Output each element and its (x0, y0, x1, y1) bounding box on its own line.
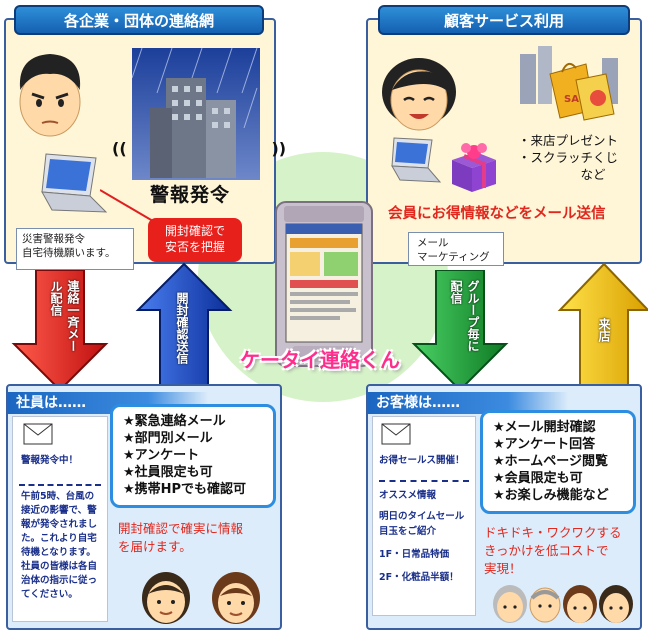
employee-feature-list: ★緊急連絡メール ★部門別メール ★アンケート ★社員限定も可 ★携帯HPでも確… (110, 404, 276, 508)
customer-faces-icon (490, 578, 638, 626)
feature-item: ★会員限定も可 (493, 471, 583, 486)
mail-divider (19, 484, 101, 486)
customer-description: ドキドキ・ワクワクする きっかけを低コストで 実現！ (484, 525, 622, 576)
customer-mail-line: 1F・日常品特価 (379, 549, 450, 560)
customer-mail-line: 明日のタイムセール目玉をご紹介 (379, 511, 465, 537)
open-confirm-arrow-label: 開封確認送信 (175, 292, 189, 364)
customer-mail-line: 2F・化粧品半額！ (379, 572, 459, 583)
company-panel-title: 各企業・団体の連絡網 (14, 5, 264, 35)
feature-item: ★部門別メール (123, 431, 213, 446)
broadcast-waves-icon: (( )) (112, 139, 287, 158)
employee-mail-card: 警報発令中！ 午前5時、台風の接近の影響で、警報が発令されました。これより自宅待… (12, 416, 108, 622)
customer-service-title: 顧客サービス利用 (378, 5, 630, 35)
bonus-list: ・来店プレゼント ・スクラッチくじ など (518, 133, 619, 182)
callout-pointer (100, 189, 159, 225)
storm-building-image (132, 48, 260, 180)
feature-item: ★社員限定も可 (123, 465, 213, 480)
group-send-arrow-label: グループ毎に配信 (449, 280, 480, 352)
laptop-icon-right (384, 134, 444, 190)
open-check-callout: 開封確認で 安否を把握 (148, 218, 242, 262)
feature-item: ★お楽しみ機能など (493, 488, 609, 503)
product-name: ケータイ連絡くん (240, 348, 400, 372)
group-send-down-arrow (411, 270, 509, 392)
manager-face-icon (12, 50, 88, 142)
employee-mail-body: 午前5時、台風の接近の影響で、警報が発令されました。これより自宅待機となります。… (21, 491, 98, 600)
feature-item: ★メール開封確認 (493, 420, 596, 435)
customers-title: お客様は…… (368, 392, 568, 414)
employee-mail-subject: 警報発令中！ (21, 455, 79, 466)
visit-arrow-label: 来店 (597, 318, 611, 342)
mobile-phone-image (270, 200, 378, 368)
alert-text: 警報発令 (150, 184, 231, 206)
laptop-icon (30, 150, 110, 220)
broadcast-down-arrow (11, 270, 109, 392)
shopping-bags-image: SALE (514, 44, 626, 124)
customer-mail-card: お得セールス開催！ オススメ情報 明日のタイムセール目玉をご紹介 1F・日常品特… (372, 416, 476, 616)
gift-box-icon (446, 138, 502, 194)
feature-item: ★アンケート (123, 448, 200, 463)
mail-divider (379, 480, 469, 482)
feature-item: ★緊急連絡メール (123, 414, 226, 429)
feature-item: ★携帯HPでも確認可 (123, 482, 247, 497)
customer-mail-line: オススメ情報 (379, 490, 437, 501)
feature-item: ★アンケート回答 (493, 437, 596, 452)
mail-icon (23, 423, 53, 445)
svg-text:SALE: SALE (564, 94, 592, 105)
mail-marketing-note: メール マーケティング (408, 232, 504, 266)
feature-item: ★ホームページ閲覧 (493, 454, 609, 469)
broadcast-arrow-label: 連絡一斉メール配信 (49, 280, 80, 352)
customer-feature-list: ★メール開封確認 ★アンケート回答 ★ホームページ閲覧 ★会員限定も可 ★お楽し… (480, 410, 636, 514)
employee-faces-icon (136, 566, 276, 626)
mail-icon (381, 423, 411, 445)
employee-description: 開封確認で確実に情報 を届けます。 (118, 521, 244, 554)
member-info-headline: 会員にお得情報などをメール送信 (388, 206, 606, 222)
disaster-note: 災害警報発令 自宅待機願います。 (16, 228, 134, 270)
customer-woman-face-icon (380, 54, 458, 136)
customer-mail-subject: お得セールス開催！ (379, 455, 465, 466)
